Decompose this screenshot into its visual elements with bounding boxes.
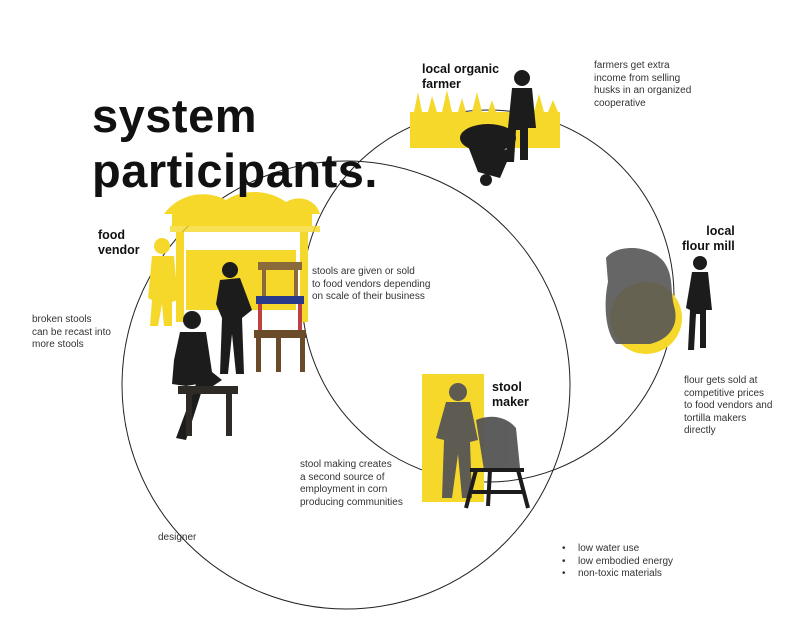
note-flour-sold: flour gets sold at competitive prices to…	[684, 375, 772, 438]
note-line: tortilla makers	[684, 412, 747, 424]
note-line: flour gets sold at	[684, 375, 758, 386]
farmer-wheelbarrow-icon	[410, 70, 560, 186]
stool-maker-icon	[422, 374, 530, 509]
stacked-stools	[254, 262, 306, 372]
note-line: employment in corn	[300, 484, 388, 495]
note-line: producing communities	[300, 496, 403, 508]
vendor-label-line-1: food	[98, 228, 126, 242]
note-line: farmers get extra	[594, 60, 670, 71]
stool-maker-label: stool maker	[492, 380, 529, 410]
farmer-label-line-2: farmer	[422, 77, 461, 91]
benefits-list: low water use low embodied energy non-to…	[562, 543, 673, 581]
benefit-item: low embodied energy	[562, 556, 673, 569]
mill-label-line-1: local	[706, 224, 735, 238]
note-farmers-income: farmers get extra income from selling hu…	[594, 60, 691, 110]
mill-label-line-2: flour mill	[682, 239, 735, 253]
note-line: more stools	[32, 339, 84, 350]
note-line: competitive prices	[684, 387, 765, 399]
recast-cycle-circle	[121, 160, 571, 610]
stool-maker-label-line-2: maker	[492, 395, 529, 409]
note-broken-stools: broken stools can be recast into more st…	[32, 314, 111, 352]
note-designer: designer	[158, 532, 197, 543]
seated-person-icon	[172, 311, 238, 440]
farmer-label: local organic farmer	[422, 62, 499, 92]
stool-maker-label-line-1: stool	[492, 380, 522, 394]
page-title: system participants.	[92, 88, 378, 198]
vendor-label-line-2: vendor	[98, 243, 140, 257]
note-line: cooperative	[594, 97, 646, 109]
vendor-label: food vendor	[98, 228, 140, 258]
farmer-label-line-1: local organic	[422, 62, 500, 76]
title-line-1: system	[92, 89, 257, 142]
benefit-item: non-toxic materials	[562, 568, 673, 581]
note-line: on scale of their business	[312, 291, 425, 302]
note-line: a second source of	[300, 471, 385, 483]
benefit-item: low water use	[562, 543, 673, 556]
note-line: directly	[684, 425, 716, 436]
mill-label: local flour mill	[682, 224, 735, 254]
note-line: to food vendors depending	[312, 278, 431, 290]
note-line: income from selling	[594, 72, 681, 84]
flour-mill-worker-icon	[605, 247, 712, 354]
note-line: can be recast into	[32, 326, 111, 338]
title-line-2: participants.	[92, 144, 378, 197]
note-stool-employment: stool making creates a second source of …	[300, 459, 403, 509]
note-line: stools are given or sold	[312, 266, 415, 277]
note-line: broken stools	[32, 314, 92, 325]
note-line: husks in an organized	[594, 85, 692, 96]
note-line: stool making creates	[300, 459, 392, 470]
note-stools-given: stools are given or sold to food vendors…	[312, 266, 430, 304]
note-line: to food vendors and	[684, 400, 773, 411]
food-vendor-stall-icon	[148, 191, 320, 440]
vendor-stall	[148, 191, 320, 326]
